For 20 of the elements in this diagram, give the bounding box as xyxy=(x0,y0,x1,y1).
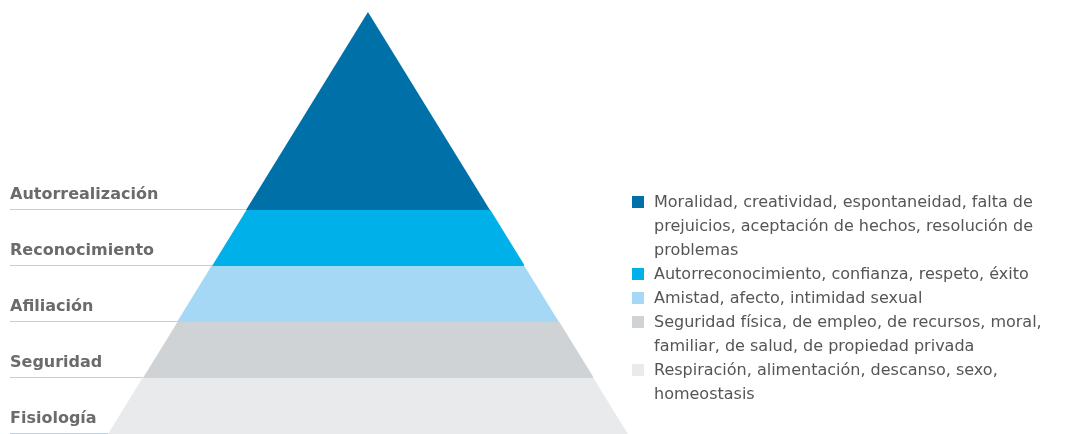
leader-line xyxy=(9,264,213,267)
level-label: Afiliación xyxy=(10,295,94,322)
legend-text: Amistad, afecto, intimidad sexual xyxy=(654,287,924,309)
level-label: Reconocimiento xyxy=(10,239,155,266)
pyramid-level xyxy=(211,210,525,266)
legend-text: Seguridad física, de empleo, de recursos, moral, familiar, de salud, de propiedad privada xyxy=(654,311,1043,357)
level-label: Fisiología xyxy=(10,407,97,434)
legend-text: Moralidad, creatividad, espontaneidad, falta de prejuicios, aceptación de hechos, resolución de problemas xyxy=(654,191,1035,261)
leader-line xyxy=(9,320,178,323)
pyramid-level xyxy=(246,12,490,210)
level-label: Autorrealización xyxy=(10,183,159,210)
leader-line xyxy=(9,208,247,211)
pyramid-level xyxy=(108,378,628,434)
level-label: Seguridad xyxy=(10,351,103,378)
pyramid-level xyxy=(177,266,559,322)
legend-text: Autorreconocimiento, confianza, respeto, éxito xyxy=(654,263,1030,285)
leader-line xyxy=(9,432,109,434)
legend-text: Respiración, alimentación, descanso, sexo, homeostasis xyxy=(654,359,999,405)
leader-line xyxy=(9,376,144,379)
pyramid-level xyxy=(142,322,594,378)
